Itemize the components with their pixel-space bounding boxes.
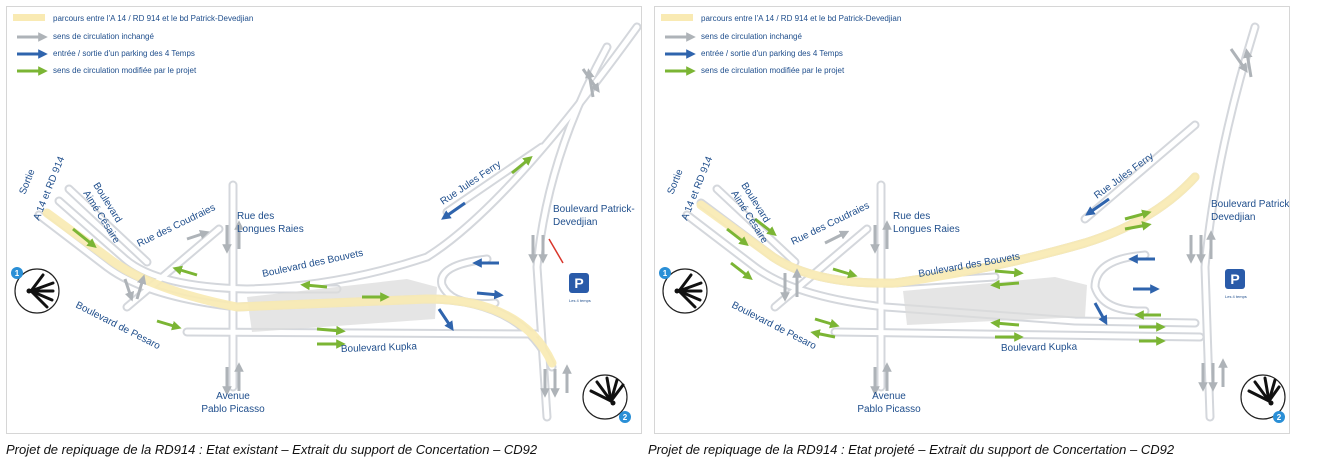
caption-projected: Projet de repiquage de la RD914 : Etat p… xyxy=(648,442,1175,457)
arrow-green-icon xyxy=(730,261,753,280)
arrow-green-icon xyxy=(156,319,182,331)
arrow-grey-icon xyxy=(585,68,595,98)
arrow-green-icon xyxy=(990,318,1020,329)
arrow-grey-icon xyxy=(123,278,135,302)
arrow-blue-icon xyxy=(437,308,454,331)
arrow-green-icon xyxy=(300,280,328,291)
viewpoint-2: 2 xyxy=(1240,374,1286,423)
arrow-grey-icon xyxy=(186,229,210,241)
label-jules-ferry: Rue Jules Ferry xyxy=(1092,151,1156,201)
arrow-green-icon xyxy=(726,227,749,246)
arrow-green-icon xyxy=(990,279,1020,290)
map-projected: parcours entre l'A 14 / RD 914 et le bd … xyxy=(659,14,1289,423)
arrow-blue-icon xyxy=(441,201,466,220)
arrow-green-icon xyxy=(814,317,840,329)
arrow-blue-icon xyxy=(476,289,504,300)
label-patrick-devedjian-line1: Boulevard Patrick- xyxy=(1211,199,1289,210)
building-block xyxy=(903,277,1087,325)
viewpoint-1-number: 1 xyxy=(663,269,668,278)
traffic-arrows xyxy=(726,48,1253,396)
parking-letter: P xyxy=(1230,271,1239,287)
caption-existing: Projet de repiquage de la RD914 : Etat e… xyxy=(6,442,538,457)
legend-unchanged-label: sens de circulation inchangé xyxy=(701,32,803,41)
label-longues-raies-line1: Rue des xyxy=(237,211,274,222)
parking-marker: P Les 4 temps xyxy=(569,273,591,303)
traffic-arrows xyxy=(72,68,600,398)
arrow-blue-icon xyxy=(1093,302,1108,326)
parking-icon xyxy=(569,273,589,293)
route-highlight xyxy=(42,208,557,368)
map-panel-projected: parcours entre l'A 14 / RD 914 et le bd … xyxy=(654,6,1290,434)
arrow-green-icon xyxy=(1124,221,1152,231)
label-longues-raies-line2: Longues Raies xyxy=(237,224,304,235)
legend-parking-label: entrée / sortie d'un parking des 4 Temps xyxy=(53,49,195,58)
parking-icon xyxy=(1225,269,1245,289)
parking-caption: Les 4 temps xyxy=(569,298,591,303)
arrow-green-icon xyxy=(511,155,533,175)
arrow-green-icon xyxy=(172,265,198,277)
label-longues-raies-line1: Rue des xyxy=(893,211,930,222)
arrow-green-icon xyxy=(754,217,777,236)
label-patrick-devedjian-line2: Devedjian xyxy=(553,217,597,228)
legend-modified-label: sens de circulation modifiée par le proj… xyxy=(701,66,845,75)
viewpoint-2-number: 2 xyxy=(1277,413,1282,422)
map-existing: parcours entre l'A 14 / RD 914 et le bd … xyxy=(11,14,641,423)
label-picasso-line1: Avenue xyxy=(872,391,906,402)
legend: parcours entre l'A 14 / RD 914 et le bd … xyxy=(661,14,901,76)
viewpoint-1-number: 1 xyxy=(15,269,20,278)
arrow-grey-icon xyxy=(1243,48,1253,78)
label-longues-raies-line2: Longues Raies xyxy=(893,224,960,235)
viewpoint-2-number: 2 xyxy=(623,413,628,422)
label-kupka: Boulevard Kupka xyxy=(341,341,418,355)
road-network xyxy=(682,22,1260,422)
label-picasso-line1: Avenue xyxy=(216,391,250,402)
street-labels: Sortie A 14 et RD 914 Boulevard Aimé Cés… xyxy=(666,151,1289,415)
arrow-grey-icon xyxy=(824,230,850,245)
legend-modified-label: sens de circulation modifiée par le proj… xyxy=(53,66,197,75)
arrow-green-icon xyxy=(316,325,346,336)
arrow-green-icon xyxy=(72,227,97,248)
viewpoint-1: 1 xyxy=(659,267,708,314)
parking-letter: P xyxy=(574,275,583,291)
viewpoint-2: 2 xyxy=(582,374,631,423)
legend: parcours entre l'A 14 / RD 914 et le bd … xyxy=(13,14,253,76)
arrow-green-icon xyxy=(1124,209,1152,221)
map-panel-existing: parcours entre l'A 14 / RD 914 et le bd … xyxy=(6,6,642,434)
viewpoint-1: 1 xyxy=(11,267,60,314)
legend-route-swatch xyxy=(661,14,693,21)
arrow-grey-icon xyxy=(135,274,147,300)
label-picasso-line2: Pablo Picasso xyxy=(201,404,265,415)
label-patrick-devedjian-line2: Devedjian xyxy=(1211,212,1255,223)
label-kupka: Boulevard Kupka xyxy=(1001,342,1078,354)
label-sortie: Sortie xyxy=(666,167,686,196)
closure-mark-icon xyxy=(548,238,564,264)
arrow-grey-icon xyxy=(1229,48,1248,73)
label-pesaro: Boulevard de Pesaro xyxy=(74,300,163,352)
legend-route-label: parcours entre l'A 14 / RD 914 et le bd … xyxy=(53,14,253,23)
arrow-green-icon xyxy=(810,329,836,339)
label-sortie: Sortie xyxy=(18,167,38,196)
label-patrick-devedjian-line1: Boulevard Patrick- xyxy=(553,204,635,215)
parking-marker: P Les 4 temps xyxy=(1225,269,1247,299)
legend-parking-label: entrée / sortie d'un parking des 4 Temps xyxy=(701,49,843,58)
legend-unchanged-label: sens de circulation inchangé xyxy=(53,32,155,41)
legend-route-label: parcours entre l'A 14 / RD 914 et le bd … xyxy=(701,14,901,23)
parking-caption: Les 4 temps xyxy=(1225,294,1247,299)
legend-route-swatch xyxy=(13,14,45,21)
arrow-blue-icon xyxy=(1085,197,1110,216)
arrow-green-icon xyxy=(832,267,858,279)
arrow-green-icon xyxy=(994,267,1024,278)
label-picasso-line2: Pablo Picasso xyxy=(857,404,921,415)
